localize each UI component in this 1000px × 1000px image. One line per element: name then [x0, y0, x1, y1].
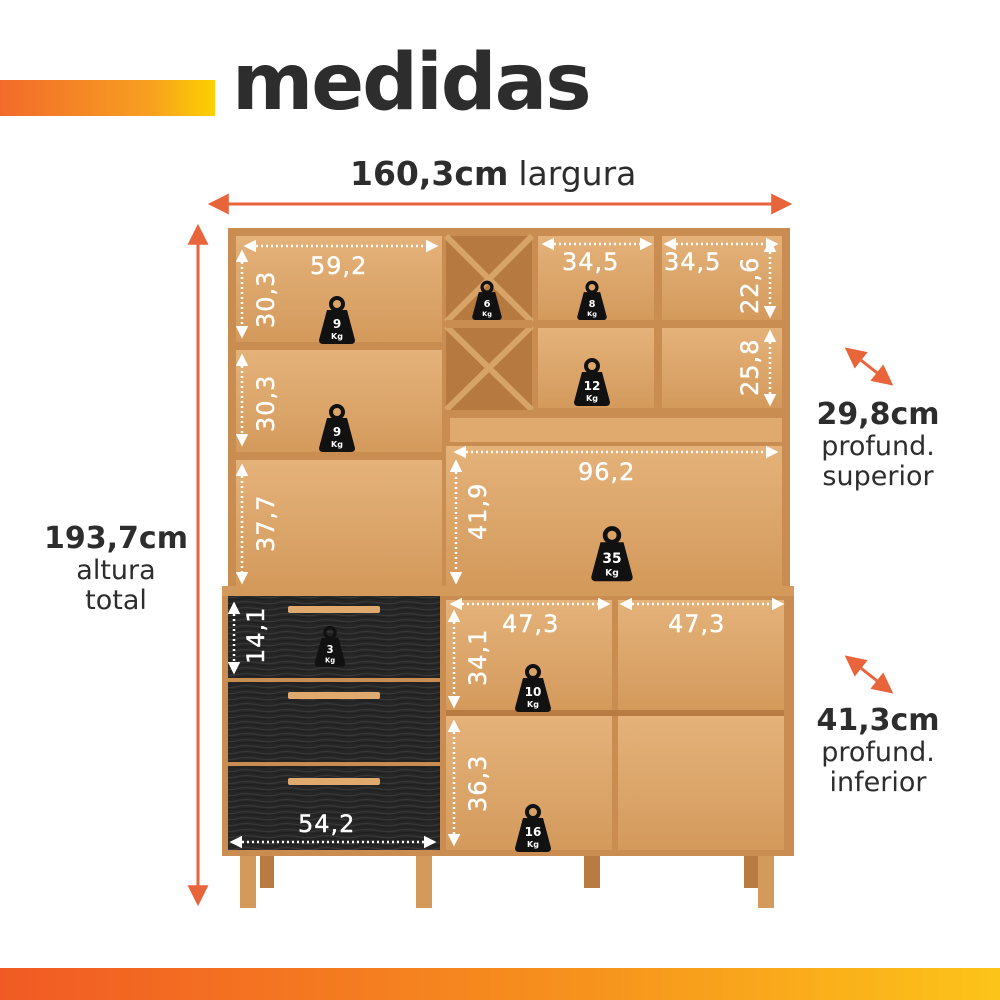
- dim-label: 14,1: [242, 607, 270, 664]
- dim-label: 22,6: [736, 257, 764, 314]
- weight-unit: Kg: [331, 332, 343, 341]
- internal-dimension-arrows: [227, 237, 785, 849]
- weight-unit: Kg: [325, 656, 335, 664]
- weight-value: 9: [333, 425, 341, 439]
- weight-value: 16: [525, 825, 542, 839]
- depth-top-caption-2: superior: [822, 460, 934, 492]
- depth-top-value: 29,8cm: [816, 397, 940, 432]
- weight-unit: Kg: [586, 394, 598, 403]
- depth-bottom-label: 41,3cm profund. inferior: [808, 704, 948, 798]
- weight-value: 12: [584, 379, 601, 393]
- weight-icon: 8Kg: [577, 280, 607, 321]
- dim-label: 30,3: [252, 271, 280, 328]
- weight-value: 8: [589, 299, 596, 310]
- depth-bottom-arrow: [844, 655, 894, 694]
- drawer-handle: [288, 606, 380, 613]
- weight-unit: Kg: [331, 440, 343, 449]
- footer-accent-bar: [0, 968, 1000, 1000]
- weight-value: 6: [484, 299, 491, 310]
- dim-label: 36,3: [464, 755, 492, 812]
- height-label: 193,7cm altura total: [36, 522, 196, 616]
- dim-label: 30,3: [252, 375, 280, 432]
- drawer-handle: [288, 692, 380, 699]
- width-caption: largura: [518, 154, 637, 193]
- depth-top-caption-1: profund.: [821, 430, 935, 462]
- page-title: medidas: [232, 38, 592, 128]
- weight-unit: Kg: [482, 310, 492, 318]
- dim-label: 47,3: [668, 610, 725, 638]
- dim-label: 41,9: [464, 483, 492, 540]
- dim-label: 34,1: [464, 629, 492, 686]
- dim-label: 34,5: [664, 248, 721, 276]
- weight-unit: Kg: [587, 310, 597, 318]
- weight-value: 9: [333, 317, 341, 331]
- dim-label: 47,3: [502, 610, 559, 638]
- height-value: 193,7cm: [44, 521, 188, 556]
- weight-icon: 9Kg: [319, 404, 355, 452]
- dim-label: 96,2: [578, 458, 635, 486]
- weight-unit: Kg: [605, 568, 619, 579]
- depth-bottom-value: 41,3cm: [816, 703, 940, 738]
- depth-bottom-caption-1: profund.: [821, 736, 935, 768]
- weight-icon: 9Kg: [319, 296, 355, 344]
- weight-unit: Kg: [527, 840, 539, 849]
- height-caption-1: altura: [76, 554, 156, 586]
- drawer-handle: [288, 778, 380, 785]
- weight-value: 10: [525, 685, 542, 699]
- weight-icon: 3Kg: [314, 625, 346, 667]
- height-caption-2: total: [85, 584, 147, 616]
- weight-icon: 6Kg: [472, 280, 502, 321]
- depth-top-label: 29,8cm profund. superior: [808, 398, 948, 492]
- dim-label: 34,5: [562, 248, 619, 276]
- weight-value: 3: [326, 645, 333, 656]
- depth-top-arrow: [844, 347, 894, 386]
- depth-bottom-caption-2: inferior: [829, 766, 927, 798]
- weight-value: 35: [602, 551, 621, 567]
- weight-unit: Kg: [527, 700, 539, 709]
- width-value: 160,3cm: [350, 154, 509, 193]
- cabinet-body: [222, 228, 794, 908]
- title-accent-bar: [0, 80, 215, 116]
- dim-label: 25,8: [736, 339, 764, 396]
- dim-label: 37,7: [252, 495, 280, 552]
- dim-label: 54,2: [298, 810, 355, 838]
- dim-label: 59,2: [310, 252, 367, 280]
